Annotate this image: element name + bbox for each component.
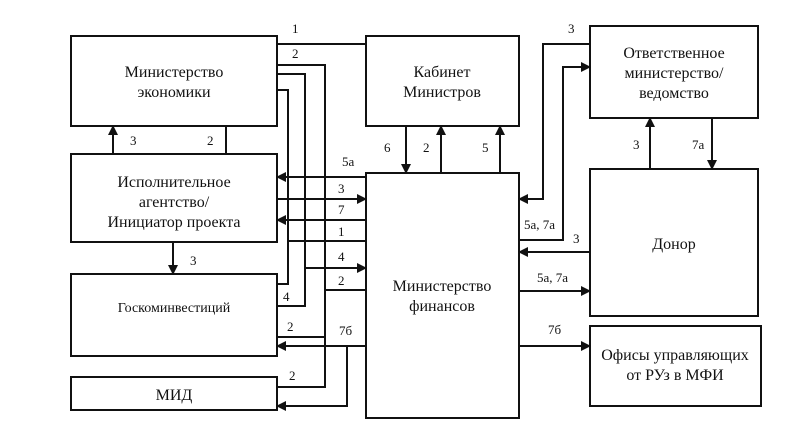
connector-resp-minfin	[518, 43, 590, 204]
box-label: ведомство	[639, 85, 709, 102]
label-econ-fin-1: 1	[338, 224, 345, 239]
label-econ-fin-2: 2	[338, 273, 345, 288]
label-gosk-2: 2	[287, 319, 294, 334]
box-label: Инициатор проекта	[108, 214, 241, 231]
box-label: Кабинет	[414, 64, 471, 81]
connector-minfin-resp	[519, 62, 591, 241]
box-label: министерство/	[625, 65, 725, 82]
label-econ-grp: 2	[292, 46, 299, 61]
box-exec-agency: Исполнительное агентство/ Инициатор прое…	[70, 153, 278, 243]
label-mid-2: 2	[289, 368, 296, 383]
box-label: Министерство	[393, 278, 492, 295]
connector-labels: 1 2 3 2 6 2 5 5а 3 7 1 4 2 3 4 2 7б 2 3 …	[130, 21, 705, 383]
label-fin-exec-7: 7	[338, 202, 345, 217]
connector-goskom-bus-4	[277, 268, 306, 307]
connectors	[108, 43, 717, 411]
label-fin-cab-5: 5	[482, 140, 489, 155]
box-offices: Офисы управляющих от РУз в МФИ	[589, 325, 762, 407]
label-resp-donor: 7а	[692, 137, 705, 152]
box-donor: Донор	[589, 168, 759, 317]
connector-goskom-bus-1	[277, 241, 289, 285]
box-label: Министров	[403, 84, 481, 101]
label-exec-gosk: 3	[190, 253, 197, 268]
box-cabinet: Кабинет Министров	[365, 35, 520, 127]
box-label: Ответственное	[623, 45, 724, 62]
label-cab-fin: 6	[384, 140, 391, 155]
connector-mid-2	[277, 337, 326, 388]
label-exec-fin-3: 3	[338, 181, 345, 196]
box-label: МИД	[156, 387, 193, 404]
label-donor-fin: 3	[573, 231, 580, 246]
label-fin-donor: 5а, 7а	[537, 270, 568, 285]
label-resp-fin: 3	[568, 21, 575, 36]
label-exec-econ: 3	[130, 133, 137, 148]
box-label: экономики	[137, 84, 211, 101]
label-econ-fin-4: 4	[338, 249, 345, 264]
box-mid: МИД	[70, 376, 278, 411]
connector-econ-bus-b	[277, 73, 367, 273]
box-label: Офисы управляющих	[601, 347, 749, 364]
label-fin-offices: 7б	[548, 322, 562, 337]
label-econ-cab: 1	[292, 21, 299, 36]
label-gosk-4: 4	[283, 289, 290, 304]
label-donor-resp: 3	[633, 137, 640, 152]
connector-econ-bus-c	[277, 89, 366, 242]
box-min-econ: Министерство экономики	[70, 35, 278, 127]
box-goskominvest: Госкоминвестиций	[70, 273, 278, 357]
box-label: от РУз в МФИ	[626, 367, 724, 384]
label-fin-gosk-7b: 7б	[339, 323, 353, 338]
box-label: Министерство	[125, 64, 224, 81]
label-fin-resp: 5а, 7а	[524, 217, 555, 232]
connector-minfin-mid-7b	[276, 346, 348, 411]
label-fin-exec-5a: 5а	[342, 154, 355, 169]
box-label: агентство/	[139, 194, 210, 211]
box-label: Госкоминвестиций	[118, 301, 231, 316]
box-label: финансов	[409, 298, 475, 315]
label-econ-exec: 2	[207, 133, 214, 148]
box-label: Донор	[652, 236, 695, 253]
box-resp-ministry: Ответственное министерство/ ведомство	[589, 25, 759, 119]
label-fin-cab-2: 2	[423, 140, 430, 155]
box-label: Исполнительное	[117, 174, 230, 191]
box-minfin: Министерство финансов	[365, 172, 520, 419]
